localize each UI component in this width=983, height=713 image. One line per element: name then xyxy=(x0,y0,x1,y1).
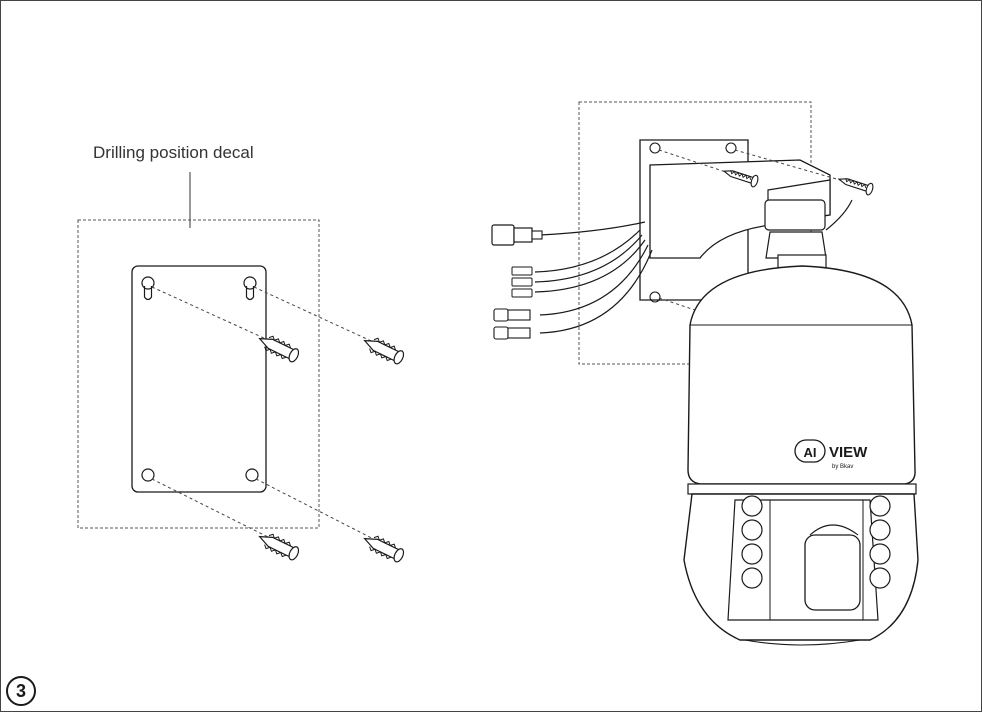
svg-text:by Bkav: by Bkav xyxy=(832,464,853,470)
drilling-decal-group xyxy=(77,172,405,563)
guide-line xyxy=(253,286,396,353)
hole-bottom-left xyxy=(141,468,155,482)
cable-bundle xyxy=(534,221,653,334)
ir-led-array-right xyxy=(869,495,891,589)
wall-anchor-icon xyxy=(258,533,300,561)
mounting-plate-outline xyxy=(131,265,267,493)
drilling-decal-outline xyxy=(77,219,320,529)
camera-lens xyxy=(804,534,861,611)
wall-anchor-icon xyxy=(363,535,405,563)
svg-text:VIEW: VIEW xyxy=(829,444,868,461)
guide-line xyxy=(255,478,396,551)
step-number-badge: 3 xyxy=(6,676,36,706)
camera-assembly: AI VIEW by Bkav xyxy=(491,101,919,646)
keyhole-slot-top-right xyxy=(243,276,257,301)
dc-connector-icon xyxy=(493,308,531,340)
hole-bottom-right xyxy=(245,468,259,482)
ir-led-array-left xyxy=(741,495,763,589)
brand-logo: AI VIEW by Bkav xyxy=(794,439,868,470)
keyhole-slot-top-left xyxy=(141,276,155,301)
camera-dome-housing xyxy=(687,265,916,485)
screw-icon xyxy=(722,170,759,188)
network-connector-icon xyxy=(491,224,543,246)
svg-text:AI: AI xyxy=(804,445,817,460)
screw-icon xyxy=(837,178,874,196)
terminal-block-icon xyxy=(511,266,533,298)
wall-anchor-icon xyxy=(363,337,405,365)
drilling-decal-label: Drilling position decal xyxy=(93,143,254,162)
wall-anchor-icon xyxy=(258,335,300,363)
